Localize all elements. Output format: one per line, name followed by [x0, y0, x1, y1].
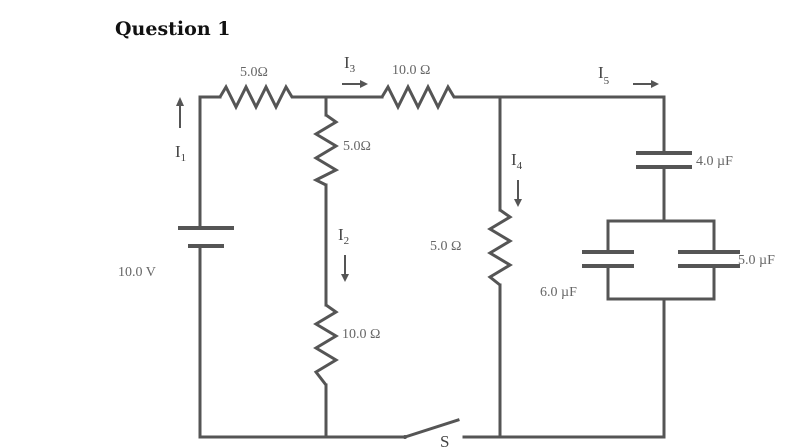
- current-arrow-i4: [514, 180, 522, 207]
- label-current-i1: I1: [175, 142, 186, 164]
- switch: [403, 418, 460, 439]
- label-r-right: 5.0 Ω: [430, 239, 461, 254]
- label-r-top-left: 5.0Ω: [240, 65, 268, 80]
- label-r-mid-upper: 5.0Ω: [343, 139, 371, 154]
- resistor-mid-lower: [313, 303, 339, 386]
- resistor-mid-upper: [312, 113, 340, 187]
- label-r-top-right: 10.0 Ω: [392, 63, 430, 78]
- capacitor-right: [678, 250, 740, 268]
- resistor-right: [487, 208, 513, 287]
- label-c-left: 6.0 µF: [540, 285, 577, 300]
- current-arrow-i3: [342, 80, 368, 88]
- label-r-mid-lower: 10.0 Ω: [342, 327, 380, 342]
- current-arrow-i2: [341, 255, 349, 282]
- label-c-right: 5.0 µF: [738, 253, 775, 268]
- resistor-top-right: [380, 83, 460, 111]
- label-current-i5: I5: [598, 63, 610, 87]
- label-c-top: 4.0 µF: [696, 154, 733, 169]
- capacitor-left: [582, 250, 634, 268]
- battery: [178, 226, 234, 248]
- wires: [198, 95, 716, 439]
- resistor-top-left: [218, 83, 298, 111]
- capacitor-top: [636, 151, 692, 169]
- current-arrow-i5: [633, 80, 659, 88]
- current-arrow-i1: [176, 97, 184, 128]
- page-title: Question 1: [115, 18, 231, 40]
- label-switch: S: [440, 432, 449, 447]
- label-current-i3: I3: [344, 53, 356, 75]
- label-current-i4: I4: [511, 150, 523, 172]
- label-battery: 10.0 V: [118, 265, 156, 280]
- label-current-i2: I2: [338, 225, 349, 247]
